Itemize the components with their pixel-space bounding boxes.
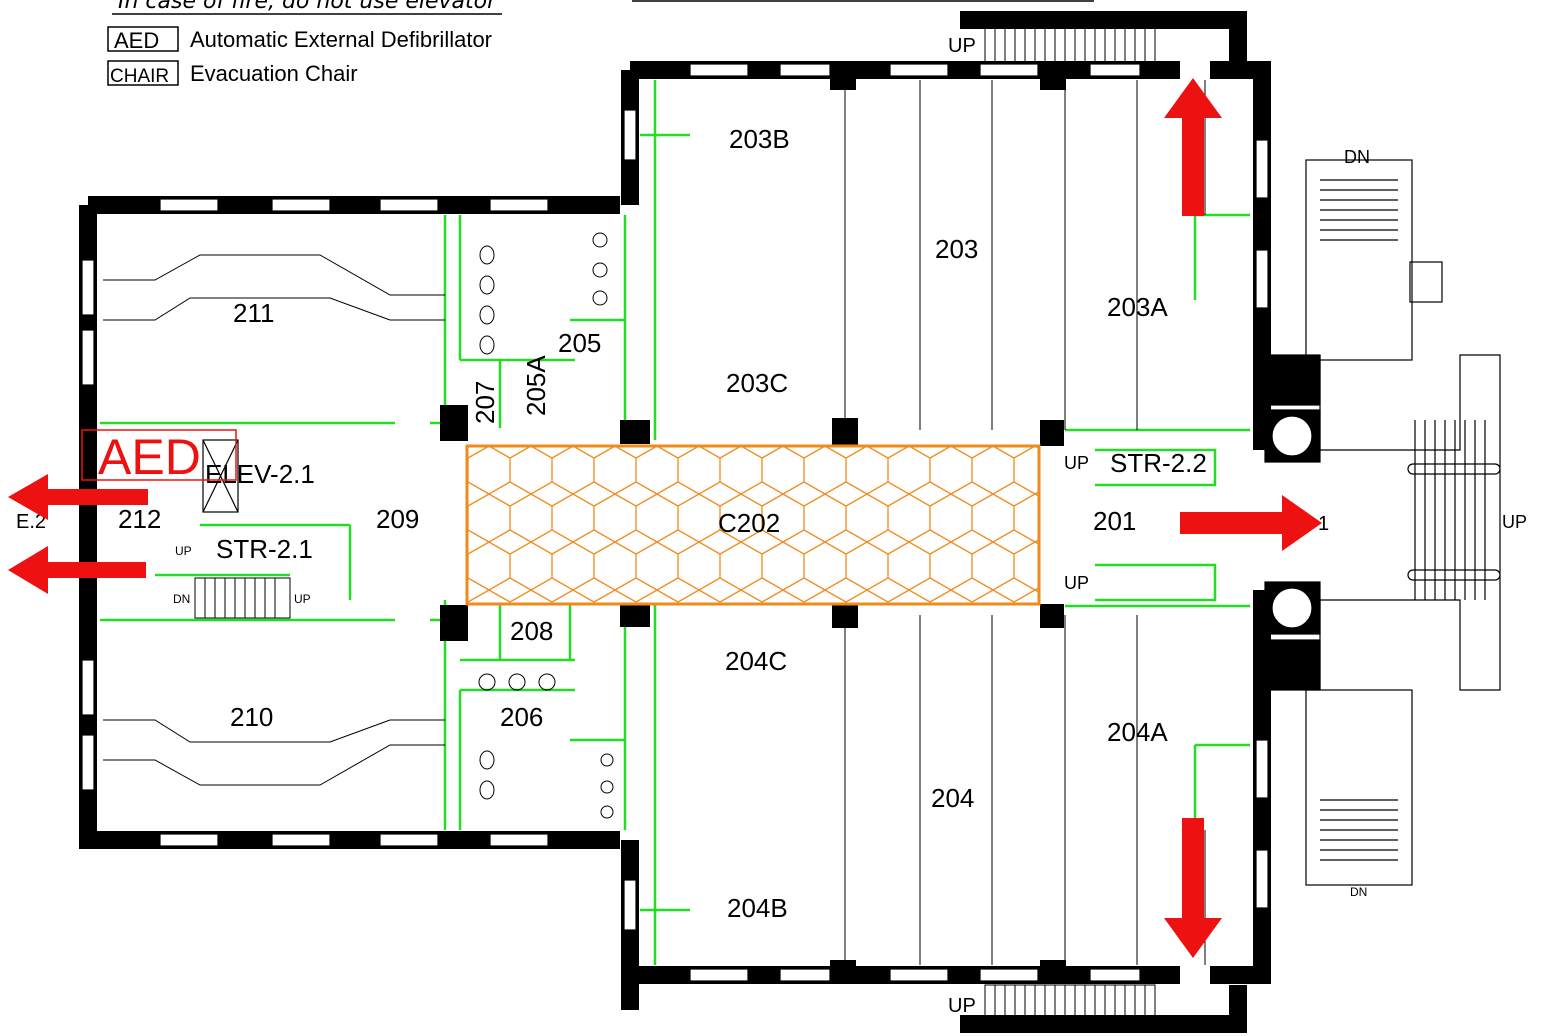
room-203b: 203B bbox=[729, 124, 790, 154]
room-204a: 204A bbox=[1107, 717, 1168, 747]
stair-str-2-2-label: STR-2.2 bbox=[1110, 448, 1207, 478]
room-203c: 203C bbox=[726, 368, 788, 398]
south-stair-up: UP bbox=[948, 995, 976, 1017]
str21-up: UP bbox=[175, 544, 192, 558]
room-205: 205 bbox=[558, 328, 601, 358]
exit-arrow-north bbox=[1164, 78, 1222, 216]
room-207: 207 bbox=[470, 381, 500, 424]
room-211: 211 bbox=[233, 298, 274, 328]
aed-label: AED bbox=[98, 429, 201, 485]
room-201: 201 bbox=[1093, 506, 1136, 536]
elevator-shaft bbox=[202, 439, 239, 513]
east-stair-dn-top: DN bbox=[1344, 147, 1370, 167]
room-205a: 205A bbox=[521, 355, 551, 416]
room-206: 206 bbox=[500, 702, 543, 732]
tier-lines bbox=[103, 80, 1206, 965]
corridor-c202-label: C202 bbox=[718, 508, 780, 538]
room-209: 209 bbox=[376, 504, 419, 534]
fire-note: In case of fire, do not use elevator bbox=[118, 0, 498, 14]
elevator-label: ELEV-2.1 bbox=[205, 459, 315, 489]
room-204b: 204B bbox=[727, 893, 788, 923]
exit-arrow-south bbox=[1164, 818, 1222, 958]
partitions bbox=[100, 80, 1250, 965]
south-stair bbox=[984, 984, 1156, 1020]
north-stair-up: UP bbox=[948, 35, 976, 57]
exit-arrows bbox=[8, 78, 1322, 958]
legend-chair-text: Evacuation Chair bbox=[190, 61, 358, 86]
exit-arrow-left-upper bbox=[8, 474, 148, 520]
room-210: 210 bbox=[230, 702, 273, 732]
east-stair-up: UP bbox=[1502, 512, 1527, 532]
room-208: 208 bbox=[510, 616, 553, 646]
legend-aed-code: AED bbox=[114, 28, 159, 53]
exit-arrow-east bbox=[1180, 495, 1322, 551]
room-204c: 204C bbox=[725, 646, 787, 676]
restroom-fixtures bbox=[478, 232, 614, 819]
room-204: 204 bbox=[931, 783, 974, 813]
legend-aed-text: Automatic External Defibrillator bbox=[190, 27, 492, 52]
room-labels: 203 203A 203B 203C 204 204A 204B 204C 20… bbox=[16, 124, 1329, 923]
exit-right-label: 1 bbox=[1318, 513, 1329, 535]
exit-arrow-left-lower bbox=[8, 546, 146, 594]
legend-chair-code: CHAIR bbox=[110, 66, 169, 87]
str21-dn: DN bbox=[173, 592, 190, 606]
east-entrance bbox=[1261, 159, 1501, 886]
north-stair bbox=[984, 25, 1156, 63]
columns bbox=[440, 70, 1066, 980]
stair-str-2-1 bbox=[194, 577, 291, 619]
exit-left-label: E.2 bbox=[16, 511, 46, 533]
stair-str-2-1-label: STR-2.1 bbox=[216, 534, 313, 564]
east-stair-dn-bottom: DN bbox=[1350, 885, 1367, 899]
room-212: 212 bbox=[118, 504, 161, 534]
room-203: 203 bbox=[935, 234, 978, 264]
aed-marker: AED bbox=[81, 429, 237, 485]
corridor-c202 bbox=[465, 444, 1041, 606]
room-203a: 203A bbox=[1107, 292, 1168, 322]
str22-up-bottom: UP bbox=[1064, 573, 1089, 593]
str21-up-2: UP bbox=[294, 592, 311, 606]
legend: In case of fire, do not use elevator AED… bbox=[107, 0, 1094, 87]
windows bbox=[81, 63, 1269, 982]
str22-up-top: UP bbox=[1064, 453, 1089, 473]
